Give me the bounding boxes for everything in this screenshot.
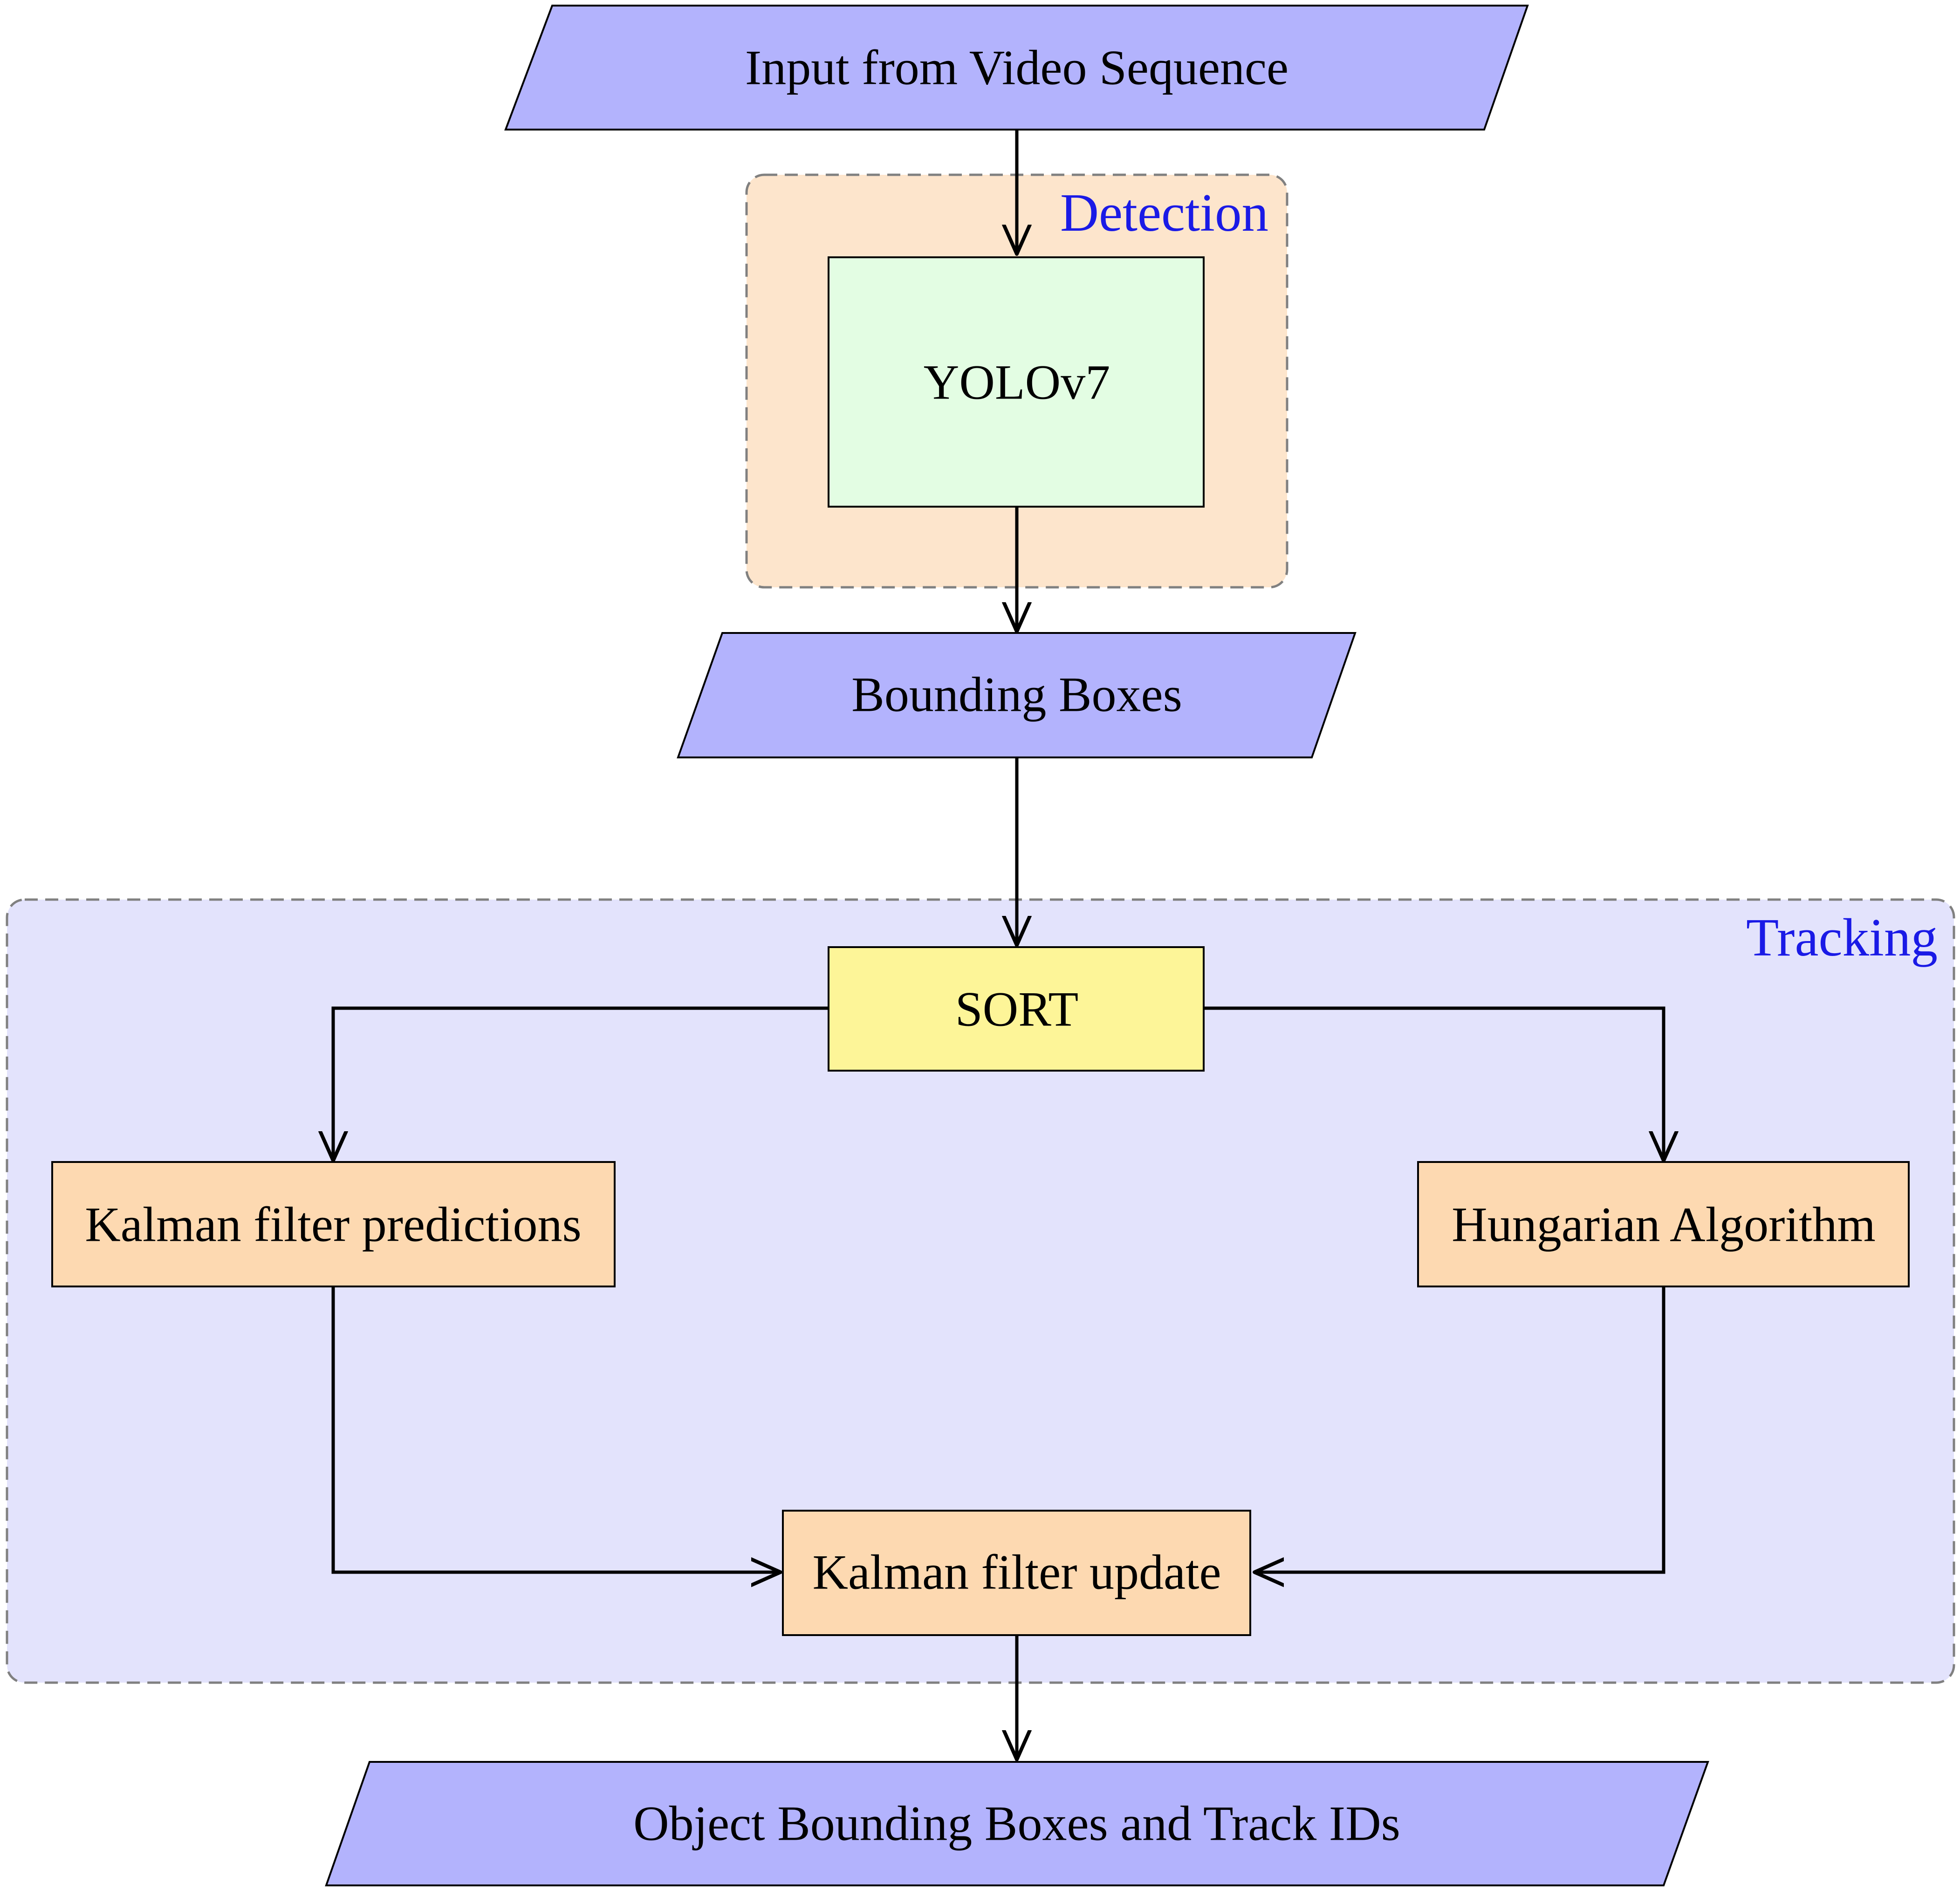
node-output-label: Object Bounding Boxes and Track IDs <box>633 1796 1400 1851</box>
node-hungarian-label: Hungarian Algorithm <box>1452 1197 1876 1252</box>
node-yolo-shape <box>828 256 1205 508</box>
edge-kalman-predictions-to-update <box>331 1286 781 1572</box>
node-output: Object Bounding Boxes and Track IDs <box>325 1761 1709 1886</box>
node-kalman-predictions: Kalman filter predictions <box>51 1161 616 1287</box>
edge-sort-to-kalman-predictions <box>333 1006 829 1161</box>
edge-sort-to-hungarian <box>1205 1006 1664 1161</box>
node-bounding-boxes-label: Bounding Boxes <box>851 667 1182 722</box>
node-kalman-predictions-shape <box>51 1161 616 1287</box>
node-bounding-boxes-shape <box>677 632 1357 758</box>
node-hungarian: Hungarian Algorithm <box>1417 1161 1910 1287</box>
node-yolo-label: YOLOv7 <box>924 355 1110 410</box>
group-tracking: Tracking <box>6 898 1955 1684</box>
node-input-shape <box>504 5 1529 131</box>
node-input: Input from Video Sequence <box>504 5 1529 131</box>
group-tracking-label: Tracking <box>1746 908 1938 967</box>
node-hungarian-shape <box>1417 1161 1910 1287</box>
node-bounding-boxes: Bounding Boxes <box>677 632 1357 758</box>
edge-hungarian-to-update <box>1254 1286 1665 1572</box>
group-tracking-box <box>6 898 1955 1684</box>
node-yolo: YOLOv7 <box>828 256 1205 508</box>
node-kalman-update: Kalman filter update <box>782 1510 1251 1636</box>
edges <box>333 130 1664 1760</box>
node-kalman-update-shape <box>782 1510 1251 1636</box>
group-detection-label: Detection <box>1060 183 1268 242</box>
node-kalman-update-label: Kalman filter update <box>812 1545 1221 1600</box>
node-sort-shape <box>828 946 1205 1072</box>
node-input-label: Input from Video Sequence <box>745 41 1288 95</box>
node-output-shape <box>325 1761 1709 1886</box>
node-sort: SORT <box>828 946 1205 1072</box>
node-kalman-predictions-label: Kalman filter predictions <box>85 1197 582 1252</box>
node-sort-label: SORT <box>955 982 1079 1037</box>
